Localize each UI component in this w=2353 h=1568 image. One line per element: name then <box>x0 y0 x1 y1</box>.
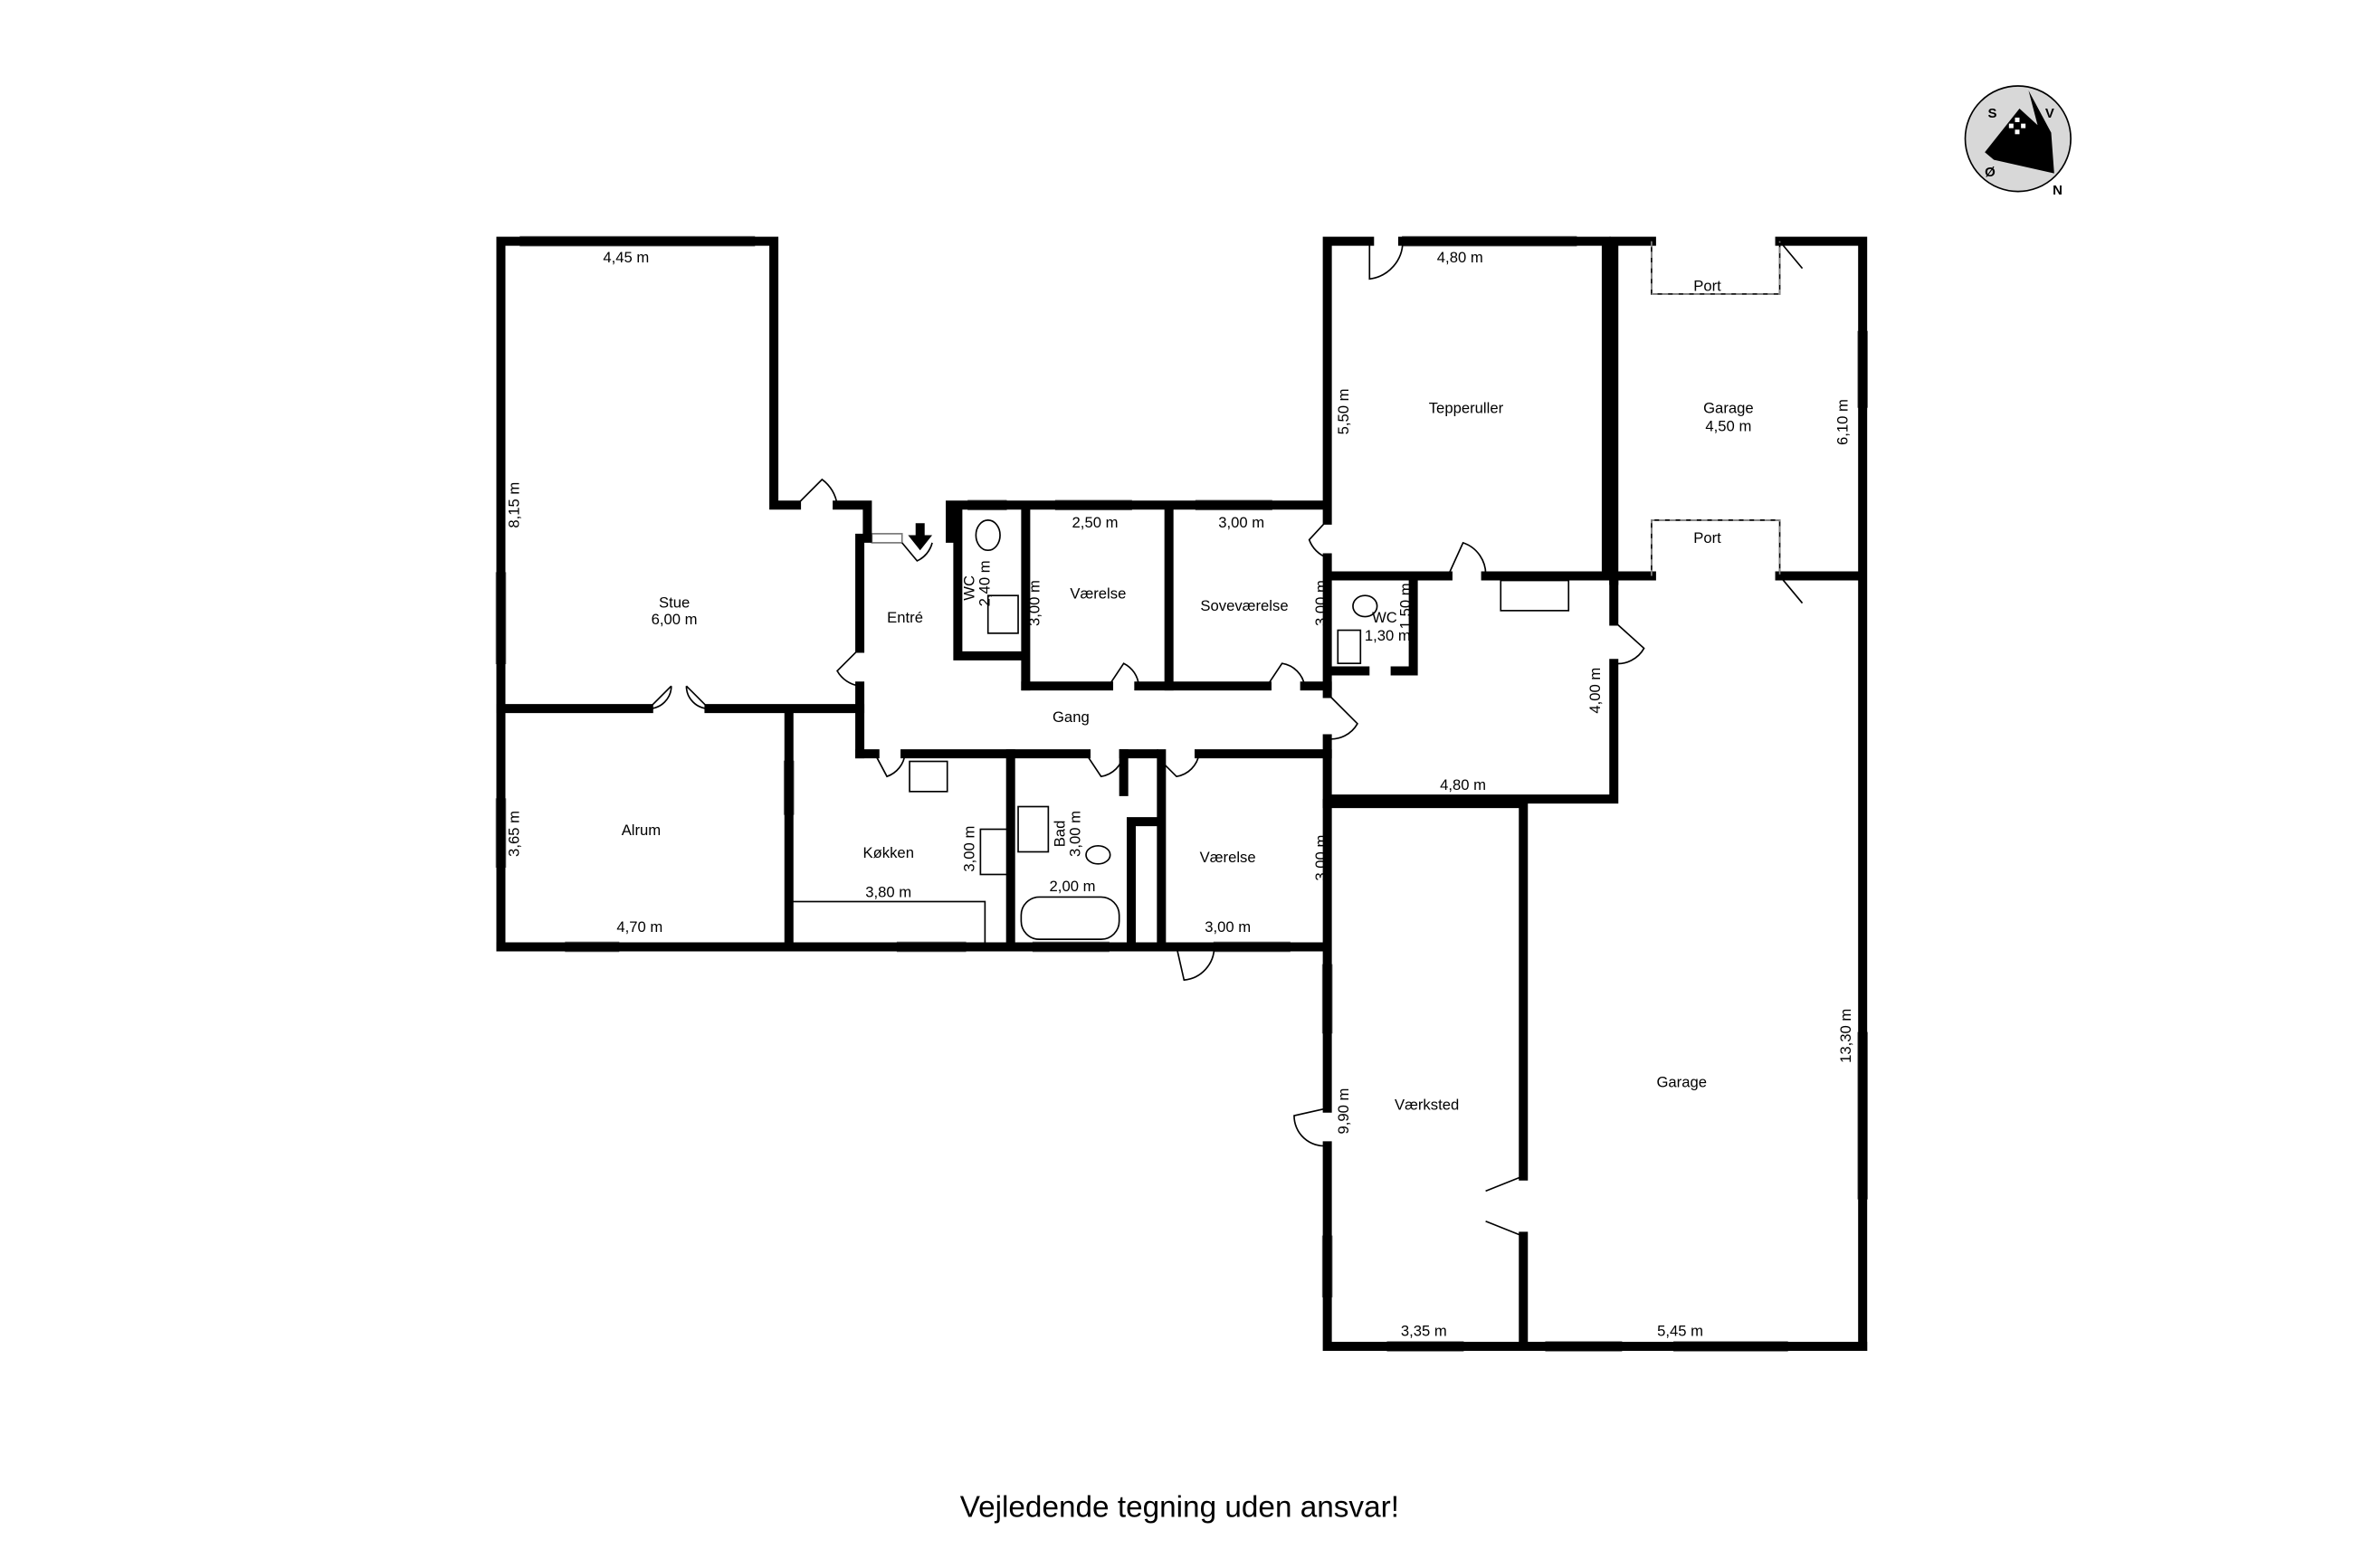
gang-label: Gang <box>1053 708 1090 726</box>
garage1-height: 6,10 m <box>1834 399 1852 445</box>
alrum-width: 4,70 m <box>616 918 662 936</box>
compass-s: S <box>1987 106 1996 121</box>
garage2-width: 5,45 m <box>1657 1322 1703 1339</box>
room-labels: 4,45 m 8,15 m Stue 6,00 m Entré WC 2,40 … <box>505 249 1853 1339</box>
wc1-label: WC <box>961 575 978 601</box>
compass-o: Ø <box>1985 165 1996 180</box>
garage1-width: 4,50 m <box>1705 418 1751 435</box>
port-bottom-label: Port <box>1693 529 1721 546</box>
sovevaerelse-label: Soveværelse <box>1200 597 1288 614</box>
wc2-label: WC <box>1372 609 1397 626</box>
vaerelse1-label: Værelse <box>1070 585 1126 603</box>
tepperuller-width: 4,80 m <box>1437 249 1483 266</box>
hall-room-width: 4,80 m <box>1440 776 1486 794</box>
stue-label: Stue <box>659 594 690 612</box>
hall-room-height: 4,00 m <box>1586 668 1604 714</box>
bad-width: 2,00 m <box>1050 878 1096 895</box>
wc2-width: 1,30 m <box>1365 627 1411 644</box>
vaerelse2-label: Værelse <box>1200 849 1256 866</box>
alrum-height: 3,65 m <box>505 811 522 857</box>
walls <box>496 236 1868 1352</box>
kokken-label: Køkken <box>862 844 913 861</box>
vaerksted-width: 3,35 m <box>1401 1322 1447 1339</box>
entrance-arrow-icon <box>908 523 933 551</box>
compass-icon: S V Ø N <box>1964 85 2072 198</box>
vaerksted-height: 9,90 m <box>1335 1088 1352 1135</box>
sovevaerelse-height: 3,00 m <box>1312 580 1329 626</box>
stue-width: 4,45 m <box>603 249 649 266</box>
disclaimer-footer: Vejledende tegning uden ansvar! <box>960 1490 1399 1524</box>
compass-n: N <box>2053 183 2062 198</box>
kokken-height: 3,00 m <box>961 826 978 872</box>
bad-label: Bad <box>1052 821 1069 848</box>
stue-height: 8,15 m <box>505 482 522 528</box>
garage2-height: 13,30 m <box>1837 1009 1854 1063</box>
kokken-width: 3,80 m <box>865 883 911 900</box>
vaerelse1-width: 2,50 m <box>1072 514 1119 531</box>
vaerksted-label: Værksted <box>1395 1096 1459 1113</box>
stue-dim: 6,00 m <box>652 611 698 628</box>
wc2-height: 1,50 m <box>1396 583 1414 629</box>
sovevaerelse-width: 3,00 m <box>1218 514 1264 531</box>
tepperuller-label: Tepperuller <box>1429 400 1504 417</box>
bad-height: 3,00 m <box>1066 811 1083 857</box>
vaerelse2-width: 3,00 m <box>1205 918 1251 936</box>
port-top-label: Port <box>1693 278 1721 295</box>
tepperuller-height: 5,50 m <box>1335 388 1352 434</box>
entre-label: Entré <box>887 609 923 626</box>
vaerelse2-height: 3,00 m <box>1312 835 1329 881</box>
garage1-label: Garage <box>1703 400 1754 417</box>
compass-v: V <box>2045 106 2054 121</box>
wc1-dim: 2,40 m <box>976 560 993 606</box>
windows <box>495 235 1869 1352</box>
alrum-label: Alrum <box>622 822 662 839</box>
doors <box>648 241 1804 1238</box>
garage2-label: Garage <box>1656 1073 1707 1090</box>
vaerelse1-height: 3,00 m <box>1025 580 1043 626</box>
